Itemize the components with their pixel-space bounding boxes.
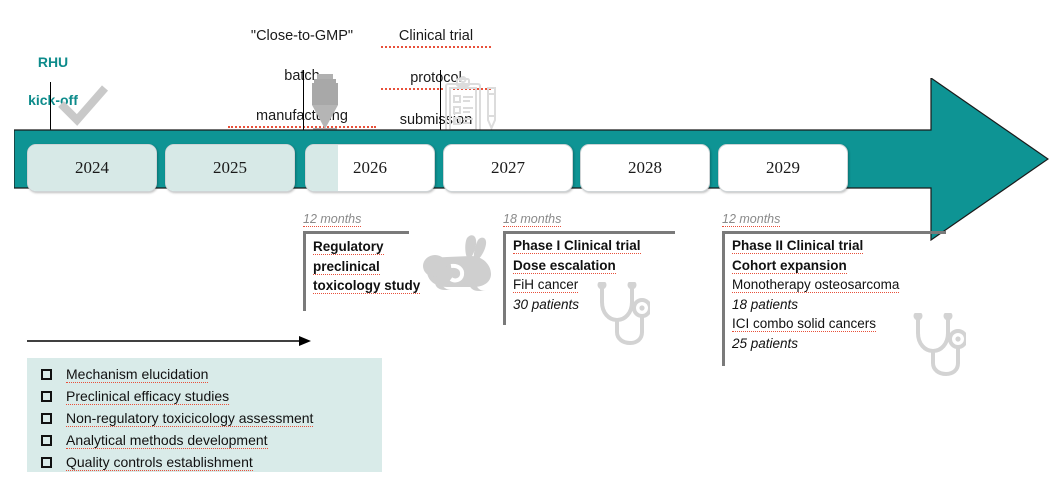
rhu-line1: RHU: [37, 54, 69, 70]
ws-line: 30 patients: [513, 296, 580, 312]
workstream-text-phase-1-trial: Phase I Clinical trial Dose escalation F…: [513, 236, 641, 314]
duration-label-phase-1-trial: 18 months: [503, 212, 562, 227]
duration-text: 12 months: [303, 212, 362, 227]
ws-line: Phase I Clinical trial: [513, 238, 641, 254]
year-label: 2024: [75, 158, 109, 177]
checklist-item-label: Preclinical efficacy studies: [66, 388, 230, 405]
ws-line: toxicology study: [313, 278, 421, 294]
checklist-item-label: Non-regulatory toxicicology assessment: [66, 410, 314, 427]
workstream-text-phase-2-trial: Phase II Clinical trial Cohort expansion…: [732, 236, 900, 353]
checkbox-icon[interactable]: [41, 457, 52, 468]
clipboard-pen-icon: [445, 76, 496, 135]
rabbit-icon: [423, 235, 491, 291]
ws-line: preclinical: [313, 258, 380, 275]
ws-line: 18 patients: [732, 296, 799, 312]
milestone-label-protocol-submission: Clinical trial protocol submission: [381, 6, 491, 152]
duration-label-regulatory-preclinical: 12 months: [303, 212, 362, 227]
ws-line: Cohort expansion: [732, 257, 847, 274]
ws-line: Monotherapy osteosarcoma: [732, 277, 900, 293]
year-label: 2028: [628, 158, 662, 177]
ws-line: FiH cancer: [513, 277, 579, 293]
checklist-item[interactable]: Preclinical efficacy studies: [41, 388, 230, 405]
year-chip-2028[interactable]: 2028: [580, 144, 710, 192]
duration-text: 18 months: [503, 212, 562, 227]
bracket-phase-2-trial: [722, 231, 946, 366]
tick-protocol: [440, 70, 441, 140]
year-chip-2029[interactable]: 2029: [718, 144, 848, 192]
year-chip-2025[interactable]: 2025: [165, 144, 295, 192]
checklist-item-label: Quality controls establishment: [66, 454, 253, 471]
ws-line: Phase II Clinical trial: [732, 238, 864, 254]
year-fill: [306, 145, 338, 191]
ws-line: Regulatory: [313, 239, 384, 255]
checklist-item[interactable]: Analytical methods development: [41, 432, 268, 449]
checkbox-icon[interactable]: [41, 435, 52, 446]
tick-gmp-batch: [303, 70, 304, 140]
checkbox-icon[interactable]: [41, 391, 52, 402]
ws-line: 25 patients: [732, 335, 799, 351]
checklist-panel: Mechanism elucidation Preclinical effica…: [27, 358, 382, 472]
ws-line: ICI combo solid cancers: [732, 316, 877, 332]
workstream-text-regulatory-preclinical: Regulatory preclinical toxicology study: [313, 237, 421, 296]
year-label: 2026: [353, 158, 387, 177]
year-fill: [28, 145, 156, 191]
duration-label-phase-2-trial: 12 months: [722, 212, 781, 227]
stethoscope-icon: [913, 313, 966, 377]
checkbox-icon[interactable]: [41, 413, 52, 424]
year-chip-2027[interactable]: 2027: [443, 144, 573, 192]
stethoscope-icon: [597, 282, 650, 346]
year-label: 2025: [213, 158, 247, 177]
bracket-regulatory-preclinical: [303, 231, 409, 311]
checklist-item-label: Mechanism elucidation: [66, 366, 209, 383]
tick-rhu-kickoff: [50, 82, 51, 140]
checkbox-icon[interactable]: [41, 369, 52, 380]
bracket-phase-1-trial: [503, 231, 675, 325]
duration-text: 12 months: [722, 212, 781, 227]
year-chip-2024[interactable]: 2024: [27, 144, 157, 192]
checklist-item-label: Analytical methods development: [66, 432, 268, 449]
gmp-line2: batch: [284, 68, 320, 84]
year-fill: [166, 145, 294, 191]
checklist-item[interactable]: Non-regulatory toxicicology assessment: [41, 410, 314, 427]
year-label: 2029: [766, 158, 800, 177]
protocol-line1: Clinical trial: [381, 26, 491, 48]
year-label: 2027: [491, 158, 525, 177]
year-chip-2026[interactable]: 2026: [305, 144, 435, 192]
checklist-item[interactable]: Mechanism elucidation: [41, 366, 209, 383]
checkmark-icon: [58, 85, 109, 126]
protocol-line2: protocol: [381, 68, 491, 90]
checklist-item[interactable]: Quality controls establishment: [41, 454, 253, 471]
progress-arrow-icon: [27, 336, 311, 346]
gmp-line1: "Close-to-GMP": [250, 28, 354, 44]
ws-line: Dose escalation: [513, 257, 616, 274]
